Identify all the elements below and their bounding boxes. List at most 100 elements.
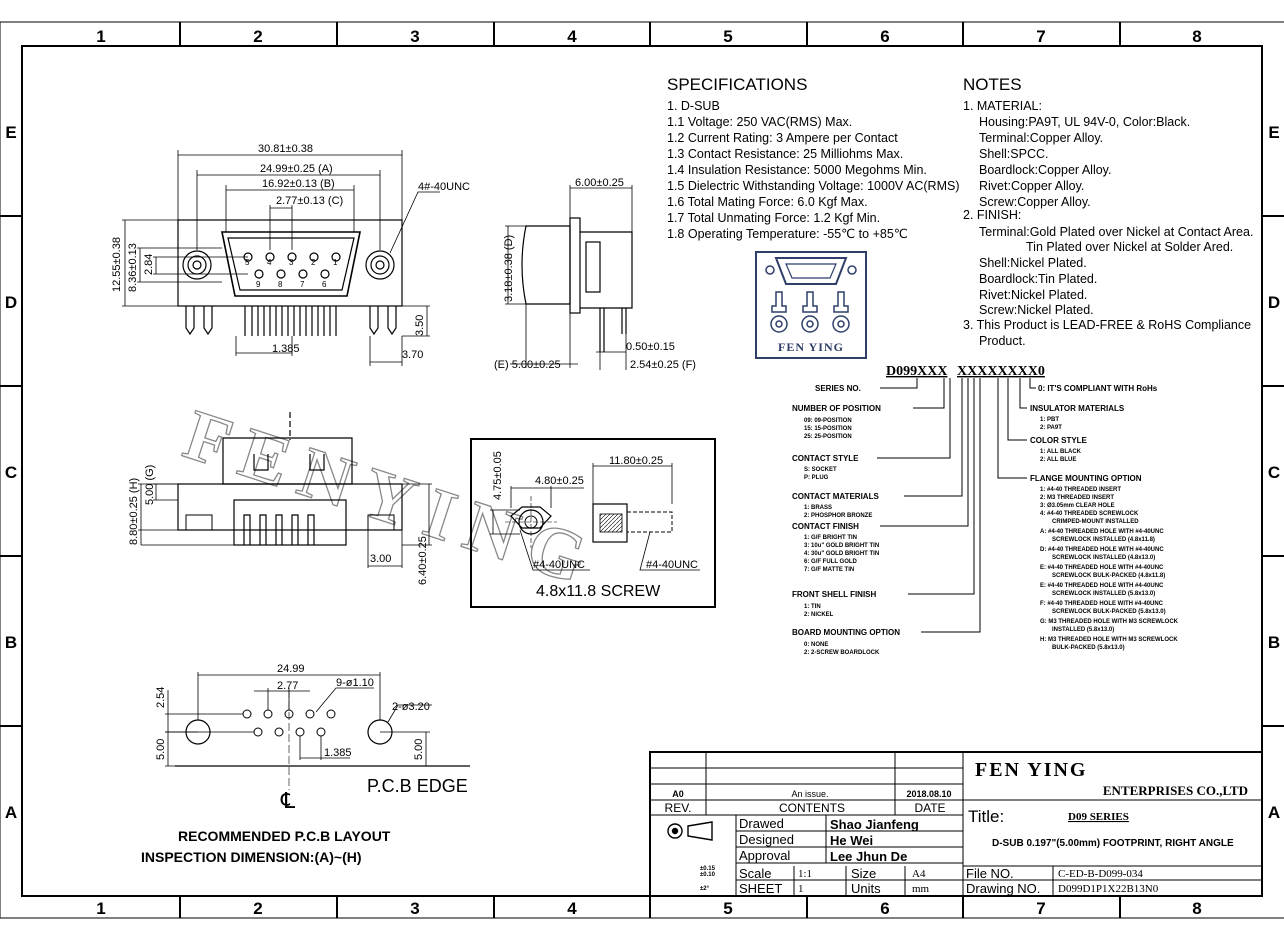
pcb-layout-dimensions: 24.99 2.77 9-ø1.10 2-ø3.20 2.54 5.00 1.3… [141, 663, 468, 865]
spec-line: 1.3 Contact Resistance: 25 Milliohms Max… [667, 147, 903, 161]
dim-boardlock-offset: 3.00 [370, 553, 391, 565]
watermark: FENYING [175, 394, 609, 603]
tolerance-value: ±0.10 [700, 872, 716, 878]
dim-pcb-mount-hole: 2-ø3.20 [392, 701, 430, 713]
dim-c: 2.77±0.13 (C) [276, 195, 343, 207]
dim-pcb-edge-right: 5.00 [413, 739, 425, 760]
col-label: 6 [880, 899, 889, 918]
code-group-title: COLOR STYLE [1030, 436, 1088, 445]
dim-boardlock-width: 3.70 [402, 349, 423, 361]
note-line: Shell:SPCC. [979, 147, 1048, 161]
dim-screw-length: 11.80±0.25 [609, 455, 663, 467]
code-item: 1: #4-40 THREADED INSERT [1040, 487, 1121, 493]
pin-number: 5 [245, 258, 250, 267]
spec-line: 1.2 Current Rating: 3 Ampere per Contact [667, 131, 898, 145]
dim-pcb-pitch: 2.77 [277, 680, 298, 692]
bottom-view-dimensions: 8.80±0.25 (H) 5.00 (G) 3.00 6.40±0.25 [128, 465, 429, 585]
code-group-title: INSULATOR MATERIALS [1030, 404, 1125, 413]
tolerance-table: ±0.15 ±0.10 ±2° [700, 866, 716, 892]
dim-b: 16.92±0.13 (B) [262, 178, 335, 190]
title-value: D09 SERIES [1068, 811, 1129, 823]
drawing-value: D099D1P1X22B13N0 [1058, 883, 1159, 895]
code-item: BULK-PACKED (5.8x13.0) [1052, 645, 1125, 651]
pcb-layout [165, 672, 470, 790]
company-name-line2: ENTERPRISES CO.,LTD [1103, 783, 1248, 798]
note-line: Tin Plated over Nickel at Solder Ared. [1026, 240, 1233, 254]
dim-pin-offset: 1.385 [272, 343, 300, 355]
code-group-title: FLANGE MOUNTING OPTION [1030, 474, 1142, 483]
col-label: 1 [96, 27, 105, 46]
rohs-note: 0: IT'S COMPLIANT WITH RoHs [1038, 384, 1158, 393]
note-line: Housing:PA9T, UL 94V-0, Color:Black. [979, 115, 1190, 129]
rev-contents: An issue. [791, 789, 828, 799]
screw-detail [470, 438, 716, 608]
screw-caption: 4.8x11.8 SCREW [536, 583, 661, 600]
rev-date: 2018.08.10 [906, 789, 951, 799]
spec-line: 1.1 Voltage: 250 VAC(RMS) Max. [667, 115, 852, 129]
size-label: Size [851, 866, 876, 881]
col-label: 4 [567, 27, 577, 46]
part-code-suffix: XXXXXXXX0 [957, 364, 1045, 379]
dim-screw-diameter: 4.75±0.05 [492, 451, 504, 500]
dim-shell-depth: 6.40±0.25 [417, 536, 429, 585]
dim-row-pitch: 2.84 [143, 254, 155, 275]
sheet-value: 1 [798, 883, 804, 895]
code-group-title: CONTACT MATERIALS [792, 492, 879, 501]
code-item: F: #4-40 THREADED HOLE WITH #4-40UNC [1040, 601, 1164, 607]
code-item: D: #4-40 THREADED HOLE WITH #4-40UNC [1040, 547, 1164, 553]
spec-line: 1.6 Total Mating Force: 6.0 Kgf Max. [667, 195, 868, 209]
role-label: Designed [739, 832, 794, 847]
note-line: 2. FINISH: [963, 208, 1021, 222]
dim-a: 24.99±0.25 (A) [260, 163, 333, 175]
dim-boardlock-height: 3.50 [414, 315, 426, 336]
dim-h: 8.80±0.25 (H) [128, 478, 140, 545]
dim-d: 3.18±0.38 (D) [503, 235, 515, 302]
drawing-label: Drawing NO. [966, 881, 1040, 896]
notes-title: NOTES [963, 75, 1022, 94]
col-label: 3 [410, 27, 419, 46]
code-item: CRIMPED-MOUNT INSTALLED [1052, 519, 1139, 525]
code-item: 4: #4-40 THREADED SCREWLOCK [1040, 511, 1139, 517]
note-line: Screw:Copper Alloy. [979, 195, 1091, 209]
pin-number: 8 [278, 280, 283, 289]
code-item: E: #4-40 THREADED HOLE WITH #4-40UNC [1040, 565, 1164, 571]
dim-pin-thickness: 0.50±0.15 [626, 341, 675, 353]
code-item: INSTALLED (5.8x13.0) [1052, 627, 1114, 633]
code-item: P: PLUG [804, 475, 829, 481]
border-column-labels: 1 2 3 4 5 6 7 8 1 2 3 4 5 6 7 8 [96, 27, 1201, 918]
dim-g: 5.00 (G) [144, 465, 156, 505]
dim-screw-width: 4.80±0.25 [535, 475, 584, 487]
title-description: D-SUB 0.197"(5.00mm) FOOTPRINT, RIGHT AN… [992, 838, 1234, 849]
projection-symbol-icon [667, 821, 713, 841]
role-label: Drawed [739, 816, 784, 831]
screw-detail-dimensions: 4.75±0.05 4.80±0.25 11.80±0.25 #4-40UNC … [492, 451, 698, 600]
sheet-border [0, 21, 1284, 919]
code-item: SCREWLOCK INSTALLED (4.8x11.8) [1052, 537, 1155, 543]
spec-line: 1.4 Insulation Resistance: 5000 Megohms … [667, 163, 927, 177]
title-label: Title: [968, 807, 1004, 826]
title-block [649, 751, 1263, 897]
contents-header: CONTENTS [779, 801, 845, 815]
units-value: mm [912, 883, 930, 895]
col-label: 5 [723, 27, 732, 46]
pin-numbers: 5 4 3 2 1 9 8 7 6 [245, 258, 338, 289]
side-view [505, 185, 633, 370]
code-group-title: NUMBER OF POSITION [792, 404, 881, 413]
note-line: Product. [979, 334, 1026, 348]
note-line: Boardlock:Copper Alloy. [979, 163, 1111, 177]
note-line: Terminal:Copper Alloy. [979, 131, 1103, 145]
pin-number: 2 [311, 258, 316, 267]
bottom-view [138, 412, 432, 568]
code-item: 7: G/F MATTE TIN [804, 567, 854, 573]
row-label: A [5, 803, 17, 822]
notes: NOTES 1. MATERIAL: Housing:PA9T, UL 94V-… [963, 75, 1253, 348]
dim-e: (E) 5.00±0.25 [494, 359, 561, 371]
part-code: D099XXX XXXXXXXX0 SERIES NO. 0: IT'S COM… [792, 364, 1179, 656]
code-item: 2: NICKEL [804, 612, 834, 618]
code-item: 1: G/F BRIGHT TIN [804, 535, 857, 541]
side-view-dimensions: 6.00±0.25 3.18±0.38 (D) 0.50±0.15 (E) 5.… [494, 177, 696, 371]
col-label: 2 [253, 27, 262, 46]
col-label: 8 [1192, 27, 1201, 46]
code-item: 1: TIN [804, 604, 821, 610]
